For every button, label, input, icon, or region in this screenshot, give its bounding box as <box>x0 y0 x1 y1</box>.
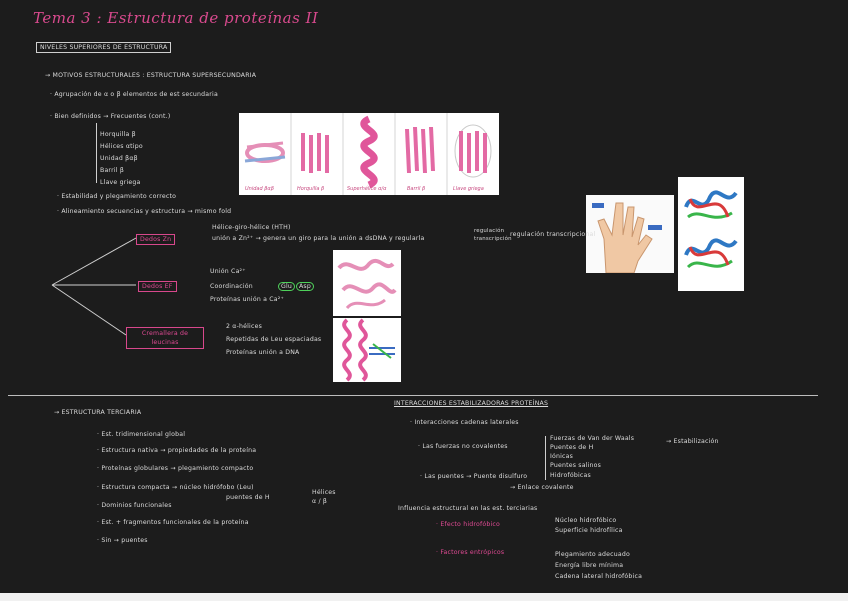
crem-item-repetidas: Repetidas de Leu espaciadas <box>226 336 322 343</box>
zn-item-transcripcion: transcripción <box>474 236 512 242</box>
node-cremallera: Cremallera de leucinas <box>126 327 204 349</box>
tertiary-bullet-6: · Est. + fragmentos funcionales de la pr… <box>97 519 249 526</box>
zn-end: regulación transcripcional <box>510 231 596 238</box>
zipper-illustration <box>342 318 395 382</box>
ef-hand-image <box>333 250 401 316</box>
hand-image <box>586 195 674 273</box>
branch-lines <box>51 237 137 336</box>
zn-item-regulacion: regulación <box>474 228 505 234</box>
motif-item-bab: Unidad βαβ <box>100 155 138 162</box>
tertiary-brace-a: Hélices <box>312 489 336 496</box>
strip-label-llave: Llave griega <box>453 186 484 192</box>
hand-illustration <box>592 202 662 273</box>
motif-item-helices: Hélices αtipo <box>100 143 143 150</box>
section-box: NIVELES SUPERIORES DE ESTRUCTURA <box>36 42 172 53</box>
motifs-heading: → MOTIVOS ESTRUCTURALES : ESTRUCTURA SUP… <box>45 72 257 79</box>
crem-item-helices: 2 α-hélices <box>226 323 263 330</box>
ef-ribbon-illustration <box>337 258 397 310</box>
bridge-sub: → Enlace covalente <box>510 484 574 491</box>
bullet-definidos: · Bien definidos → Frecuentes (cont.) <box>50 113 171 120</box>
force-ionicas: Iónicas <box>550 453 574 460</box>
force-salinos: Puentes salinos <box>550 462 602 469</box>
pink-item-hidrofobico: · Efecto hidrofóbico <box>436 521 500 528</box>
interactions-item-2: · Las fuerzas no covalentes <box>418 443 508 450</box>
bullet-estabilidad: · Estabilidad y plegamiento correcto <box>57 193 177 200</box>
motif-item-llave: Llave griega <box>100 179 141 186</box>
interactions-heading: INTERACCIONES ESTABILIZADORAS PROTEÍNAS <box>394 400 549 407</box>
ef-circle-glu: Glu <box>278 282 296 291</box>
section-divider <box>8 395 818 396</box>
force-puentes-h: Puentes de H <box>550 444 594 451</box>
zn-item-hth: Hélice-giro-hélice (HTH) <box>212 224 291 231</box>
motif-item-horquilla: Horquilla β <box>100 131 136 138</box>
ef-item-proteinas: Proteínas unión a Ca²⁺ <box>210 296 284 303</box>
strip-label-bab: Unidad βαβ <box>245 186 274 192</box>
motif-strip-illustration <box>244 113 492 195</box>
motif-strip-image: Unidad βαβ Horquilla β Superhélice α/α B… <box>239 113 499 195</box>
pink-sub-a-1: Núcleo hidrofóbico <box>555 517 617 524</box>
tertiary-bullet-1: · Est. tridimensional global <box>97 431 186 438</box>
bullet-alineamiento: · Alineamiento secuencias y estructura →… <box>57 208 232 215</box>
tertiary-heading: → ESTRUCTURA TERCIARIA <box>54 409 142 416</box>
force-vdw: Fuerzas de Van der Waals <box>550 435 635 442</box>
tertiary-bullet-5: · Dominios funcionales <box>97 502 172 509</box>
node-dedos-zn: Dedos Zn <box>136 234 176 245</box>
pink-sub-b-1: Plegamiento adecuado <box>555 551 630 558</box>
zipper-image <box>333 318 401 382</box>
motif-tree-line <box>96 123 97 183</box>
interactions-item-4: Influencia estructural en las est. terci… <box>398 505 538 512</box>
bullet-agrupacion: · Agrupación de α o β elementos de est s… <box>50 91 218 98</box>
tertiary-bullet-7: · Sin → puentes <box>97 537 148 544</box>
node-dedos-ef: Dedos EF <box>138 281 177 292</box>
strip-label-horquilla: Horquilla β <box>297 186 325 192</box>
protein-ribbon-illustration <box>684 190 738 269</box>
protein-ribbon-image <box>678 177 744 291</box>
interactions-item-3: · Las puentes → Puente disulfuro <box>420 473 528 480</box>
strip-label-superhelice: Superhélice α/α <box>347 186 387 192</box>
tertiary-bullet-3: · Proteínas globulares → plegamiento com… <box>97 465 254 472</box>
pink-sub-b-3: Cadena lateral hidrofóbica <box>555 573 643 580</box>
motif-item-barril: Barril β <box>100 167 124 174</box>
interactions-item-1: · Interacciones cadenas laterales <box>410 419 519 426</box>
pink-sub-b-2: Energía libre mínima <box>555 562 624 569</box>
force-result: → Estabilización <box>666 438 719 445</box>
page-title: Tema 3 : Estructura de proteínas II <box>33 9 319 27</box>
ef-item-union: Unión Ca²⁺ <box>210 268 246 275</box>
force-hidrofobicas: Hidrofóbicas <box>550 472 591 479</box>
crem-item-proteinas: Proteínas unión a DNA <box>226 349 300 356</box>
tertiary-sub-item: puentes de H <box>226 494 270 501</box>
tertiary-brace-b: α / β <box>312 498 328 505</box>
pink-item-entropicos: · Factores entrópicos <box>436 549 505 556</box>
tertiary-bullet-2: · Estructura nativa → propiedades de la … <box>97 447 257 454</box>
ef-circle-asp: Asp <box>296 282 314 291</box>
force-list-brace <box>545 436 546 480</box>
strip-label-barril: Barril β <box>407 186 426 192</box>
ef-item-coordinacion: Coordinación <box>210 283 253 290</box>
tertiary-bullet-4: · Estructura compacta → núcleo hidrófobo… <box>97 484 254 491</box>
pink-sub-a-2: Superficie hidrofílica <box>555 527 623 534</box>
zn-item-union: unión a Zn²⁺ → genera un giro para la un… <box>212 235 425 242</box>
